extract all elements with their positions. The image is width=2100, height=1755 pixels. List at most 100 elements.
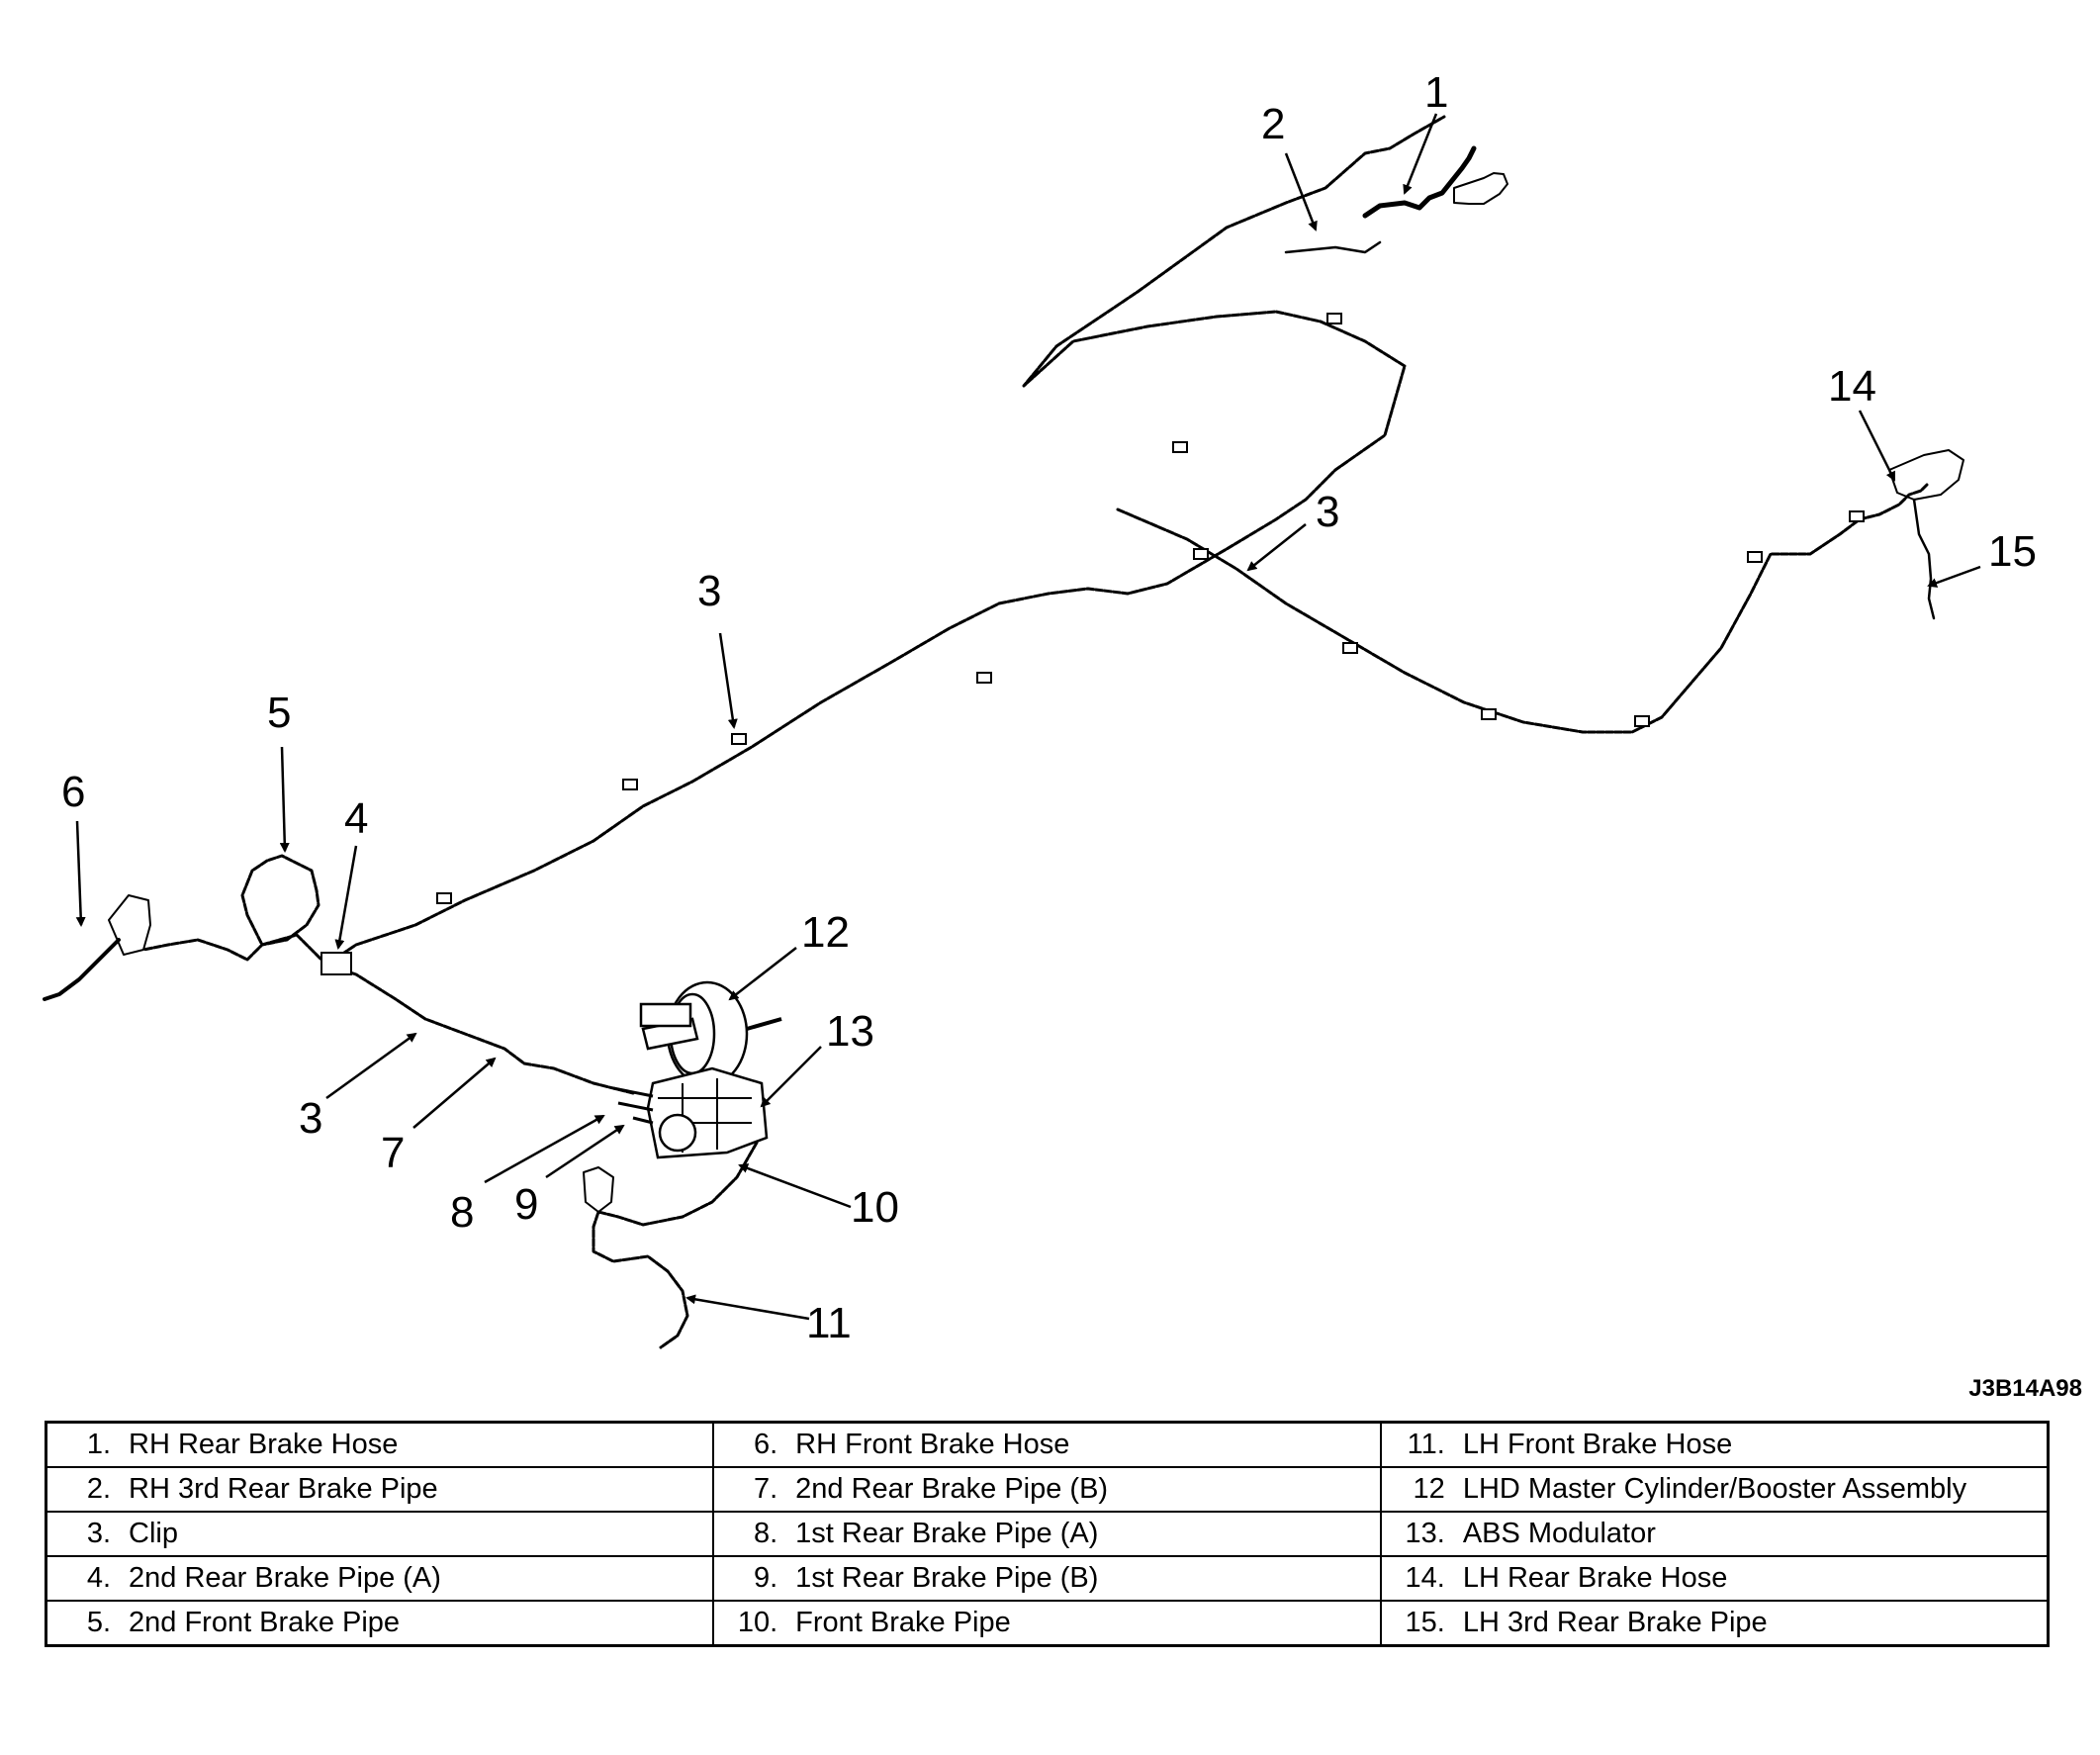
callout-8: 8 bbox=[450, 1188, 474, 1237]
legend-row: 5. 2nd Front Brake Pipe 10.Front Brake Pi… bbox=[45, 1600, 2050, 1647]
legend-cell: 4. 2nd Rear Brake Pipe (A) bbox=[45, 1555, 715, 1602]
callout-10: 10 bbox=[851, 1183, 899, 1232]
legend-cell: 7. 2nd Rear Brake Pipe (B) bbox=[712, 1466, 1382, 1513]
legend-cell: 11. LH Front Brake Hose bbox=[1379, 1421, 2050, 1468]
legend-cell: 6.RH Front Brake Hose bbox=[712, 1421, 1382, 1468]
leader-4 bbox=[334, 845, 358, 950]
callout-7: 7 bbox=[381, 1129, 405, 1177]
leader-13 bbox=[760, 1046, 822, 1108]
rh-front-caliper bbox=[108, 894, 151, 956]
legend-row: 3. Clip 8. 1st Rear Brake Pipe (A) 13. ABS … bbox=[45, 1511, 2050, 1557]
leader-5 bbox=[279, 746, 290, 853]
legend-number: 8. bbox=[753, 1518, 778, 1549]
legend-number: 7. bbox=[753, 1473, 778, 1505]
legend-cell: 3. Clip bbox=[45, 1511, 715, 1557]
legend-label: 1st Rear Brake Pipe (A) bbox=[795, 1518, 1099, 1549]
leader-1 bbox=[1403, 113, 1438, 195]
clip bbox=[1342, 642, 1358, 654]
legend-cell: 1. RH Rear Brake Hose bbox=[45, 1421, 715, 1468]
leader-14 bbox=[1858, 410, 1896, 482]
clip bbox=[1634, 715, 1650, 727]
abs-motor bbox=[658, 1113, 697, 1153]
clip bbox=[1747, 551, 1763, 563]
rh-front-hose bbox=[43, 938, 121, 1001]
main-brake-line bbox=[324, 115, 1446, 967]
legend-label: LH Front Brake Hose bbox=[1462, 1429, 1733, 1460]
clip bbox=[731, 733, 747, 745]
callout-1: 1 bbox=[1424, 68, 1448, 117]
legend-number: 5. bbox=[86, 1607, 111, 1638]
callout-4: 4 bbox=[344, 794, 368, 843]
leader-3a bbox=[718, 632, 738, 729]
legend-number: 11. bbox=[1407, 1429, 1445, 1460]
callout-3: 3 bbox=[299, 1094, 322, 1143]
callout-13: 13 bbox=[826, 1007, 874, 1056]
clip bbox=[1326, 313, 1342, 324]
leader-9 bbox=[545, 1124, 625, 1179]
clip bbox=[436, 892, 452, 904]
figure-code: J3B14A98 bbox=[1968, 1375, 2082, 1402]
callout-2: 2 bbox=[1261, 100, 1285, 148]
legend-number: 4. bbox=[86, 1562, 111, 1594]
legend-number: 12 bbox=[1413, 1473, 1445, 1505]
leader-3c bbox=[325, 1032, 417, 1100]
lh-front-caliper bbox=[583, 1166, 614, 1213]
leader-7 bbox=[412, 1057, 497, 1129]
leader-2 bbox=[1284, 152, 1318, 231]
legend-cell: 5. 2nd Front Brake Pipe bbox=[45, 1600, 715, 1647]
callout-14: 14 bbox=[1828, 362, 1876, 411]
clip bbox=[976, 672, 992, 684]
legend-label: LH 3rd Rear Brake Pipe bbox=[1462, 1607, 1768, 1638]
legend-row: 1. RH Rear Brake Hose 6.RH Front Brake Ho… bbox=[45, 1421, 2050, 1468]
lh-3rd-rear-pipe bbox=[1912, 498, 1936, 620]
legend-label: ABS Modulator bbox=[1462, 1518, 1656, 1549]
leader-11 bbox=[685, 1294, 810, 1321]
legend-number: 3. bbox=[86, 1518, 111, 1549]
callout-11: 11 bbox=[806, 1299, 852, 1347]
legend-cell: 10.Front Brake Pipe bbox=[712, 1600, 1382, 1647]
callout-6: 6 bbox=[61, 768, 85, 816]
legend-label: 2nd Front Brake Pipe bbox=[129, 1607, 401, 1638]
legend-number: 9. bbox=[753, 1562, 778, 1594]
callout-12: 12 bbox=[801, 908, 850, 957]
rh-rear-caliper bbox=[1453, 172, 1508, 205]
legend-label: RH 3rd Rear Brake Pipe bbox=[129, 1473, 438, 1505]
legend-row: 2. RH 3rd Rear Brake Pipe 7. 2nd Rear Brak… bbox=[45, 1466, 2050, 1513]
leader-10 bbox=[738, 1163, 852, 1209]
legend-label: 2nd Rear Brake Pipe (A) bbox=[129, 1562, 441, 1594]
legend-cell: 9. 1st Rear Brake Pipe (B) bbox=[712, 1555, 1382, 1602]
lh-rear-caliper bbox=[1888, 449, 1964, 501]
rh-3rd-rear-pipe bbox=[1284, 240, 1382, 254]
clip bbox=[622, 779, 638, 790]
legend-label: 1st Rear Brake Pipe (B) bbox=[795, 1562, 1099, 1594]
legend-label: RH Rear Brake Hose bbox=[129, 1429, 399, 1460]
legend-number: 15. bbox=[1405, 1607, 1445, 1638]
legend-number: 1. bbox=[86, 1429, 111, 1460]
legend-cell: 2. RH 3rd Rear Brake Pipe bbox=[45, 1466, 715, 1513]
rh-rear-hose bbox=[1362, 145, 1477, 219]
legend-label: 2nd Rear Brake Pipe (B) bbox=[795, 1473, 1109, 1505]
legend-cell: 14.LH Rear Brake Hose bbox=[1379, 1555, 2050, 1602]
clip bbox=[1172, 441, 1188, 453]
legend-cell: 15. LH 3rd Rear Brake Pipe bbox=[1379, 1600, 2050, 1647]
legend-row: 4. 2nd Rear Brake Pipe (A) 9. 1st Rear Bra… bbox=[45, 1555, 2050, 1602]
leader-15 bbox=[1927, 565, 1981, 588]
legend-cell: 8. 1st Rear Brake Pipe (A) bbox=[712, 1511, 1382, 1557]
callout-3: 3 bbox=[697, 567, 721, 615]
clip-junction bbox=[320, 952, 352, 975]
callout-5: 5 bbox=[267, 689, 291, 737]
legend-cell: 13. ABS Modulator bbox=[1379, 1511, 2050, 1557]
abs-pipe-stubs bbox=[612, 1086, 654, 1125]
clip bbox=[1193, 548, 1209, 560]
abs-modulator-detail bbox=[658, 1078, 752, 1153]
callout-15: 15 bbox=[1988, 527, 2037, 576]
legend-label: RH Front Brake Hose bbox=[795, 1429, 1070, 1460]
legend-number: 13. bbox=[1405, 1518, 1445, 1549]
legend-label: Clip bbox=[129, 1518, 178, 1549]
callout-9: 9 bbox=[514, 1180, 538, 1229]
parts-legend-table: 1. RH Rear Brake Hose 6.RH Front Brake Ho… bbox=[45, 1421, 2050, 1647]
legend-number: 2. bbox=[86, 1473, 111, 1505]
booster-pushrod bbox=[746, 1017, 782, 1031]
rear-brake-pipe-to-abs bbox=[324, 963, 635, 1095]
